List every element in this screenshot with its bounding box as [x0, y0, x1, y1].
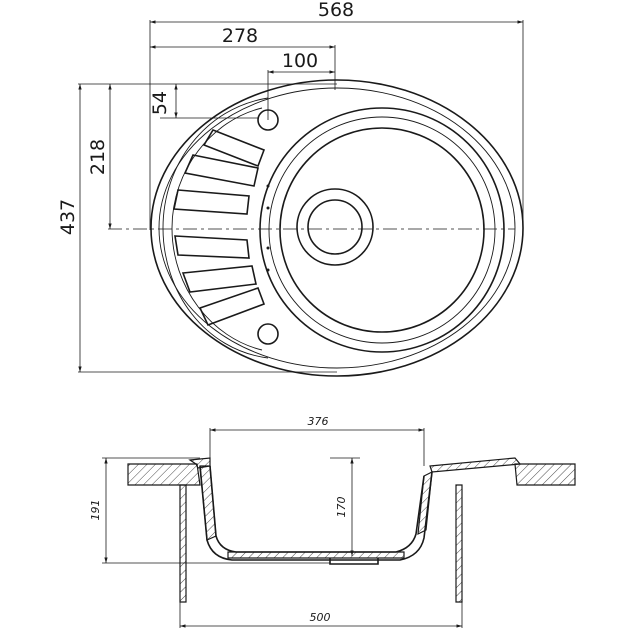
sink-body-inner	[209, 465, 425, 553]
bowl-bottom	[279, 127, 485, 333]
sink-body-outer	[199, 465, 433, 561]
drainboard-contour-inner	[171, 107, 263, 351]
dim-label-376: 376	[308, 415, 329, 428]
cabinet-wall-right	[455, 484, 463, 603]
groove	[173, 189, 250, 215]
mark-dot	[266, 268, 270, 272]
groove	[174, 235, 250, 259]
cabinet-wall-left	[179, 484, 187, 603]
sink-outer-outline	[150, 79, 524, 377]
dim-label-54: 54	[149, 91, 171, 115]
groove	[198, 286, 266, 327]
dim-label-500: 500	[310, 611, 331, 624]
groove	[181, 265, 257, 293]
mark-dot	[266, 246, 270, 250]
drainboard-grooves	[173, 129, 266, 327]
groove	[202, 129, 266, 168]
sink-inner-outline	[158, 87, 516, 369]
dim-label-170: 170	[335, 497, 348, 518]
mark-dot	[266, 206, 270, 210]
sink-wall-right	[417, 470, 433, 536]
sink-bottom	[227, 551, 405, 559]
dim-label-218: 218	[87, 139, 109, 175]
drainboard-contour	[162, 97, 269, 359]
top-view: 568 278 100 54 218 437	[57, 0, 524, 377]
dim-label-191: 191	[89, 500, 102, 521]
dim-label-568: 568	[318, 0, 354, 21]
section-view: 376 170 191 500	[89, 415, 576, 628]
drain-inner	[307, 199, 363, 255]
dim-label-437: 437	[57, 199, 79, 235]
drain-outlet	[329, 558, 379, 565]
countertop-left	[127, 463, 201, 486]
mark-dot	[266, 184, 270, 188]
bowl-rim	[259, 107, 505, 353]
bowl-rim-inner	[268, 116, 496, 344]
dim-label-100: 100	[282, 50, 318, 72]
countertop-right	[514, 463, 576, 486]
tap-hole-bottom	[257, 323, 279, 345]
groove	[183, 154, 259, 187]
sink-flange-right	[429, 457, 522, 473]
drain-outer	[296, 188, 374, 266]
dim-label-278: 278	[222, 25, 258, 47]
sink-wall-left	[199, 465, 217, 541]
